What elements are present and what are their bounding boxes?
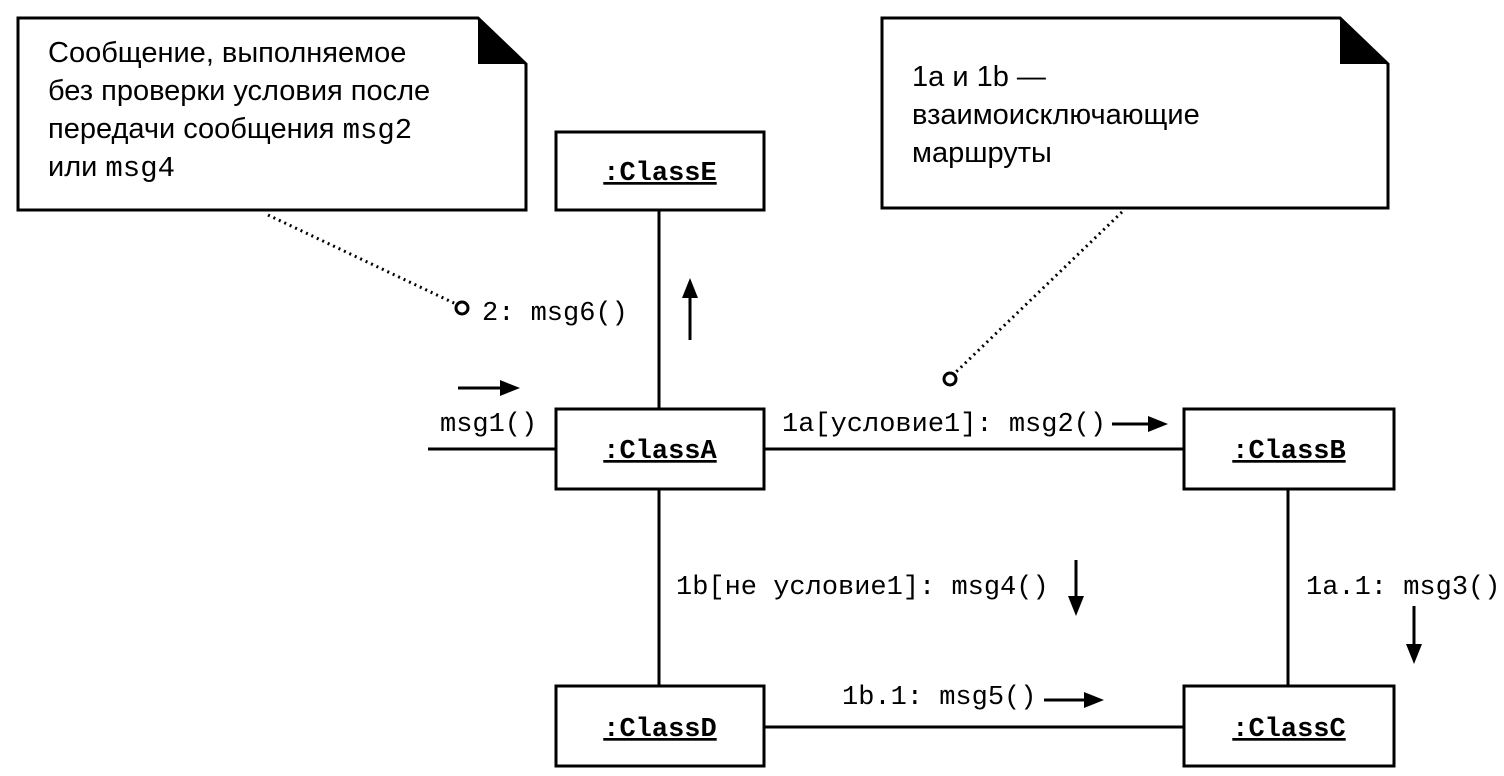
message-msg3-label: 1a.1: msg3() xyxy=(1306,573,1500,603)
object-class-d-box xyxy=(554,684,766,768)
note-left: Сообщение, выполняемое без проверки усло… xyxy=(16,16,528,212)
object-class-a-label: :ClassA xyxy=(603,437,717,467)
message-msg6-label: 2: msg6() xyxy=(482,299,628,329)
message-msg1-label: msg1() xyxy=(440,410,537,440)
note-left-line-4-text: или xyxy=(48,151,105,183)
note-left-line-3-text: передачи сообщения xyxy=(48,113,343,145)
note-right-line-2: взаимоисключающие xyxy=(912,99,1200,131)
note-left-shape xyxy=(16,16,528,212)
object-class-b-box xyxy=(1182,407,1396,491)
note-right-corner xyxy=(1340,18,1388,64)
object-class-a: :ClassA xyxy=(554,407,766,491)
note-left-connector xyxy=(267,213,457,306)
note-left-line-1: Сообщение, выполняемое xyxy=(48,37,406,69)
note-left-line-4: или msg4 xyxy=(48,151,175,185)
arrow-up-icon xyxy=(682,278,698,340)
note-left-line-3-code: msg2 xyxy=(343,114,413,147)
object-class-c: :ClassC xyxy=(1182,684,1396,768)
object-class-b-label: :ClassB xyxy=(1232,437,1345,467)
note-left-line-3: передачи сообщения msg2 xyxy=(48,113,412,147)
note-left-corner xyxy=(478,18,526,64)
message-msg4-label: 1b[не условие1]: msg4() xyxy=(676,573,1049,603)
note-right-anchor xyxy=(942,371,958,387)
object-class-e-label: :ClassE xyxy=(603,159,716,189)
object-class-a-box xyxy=(554,407,766,491)
arrow-down-icon xyxy=(1406,606,1422,664)
object-class-c-label: :ClassC xyxy=(1232,715,1345,745)
object-class-e-box xyxy=(554,130,766,212)
note-right-shape xyxy=(880,16,1390,210)
object-class-b: :ClassB xyxy=(1182,407,1396,491)
arrow-right-icon xyxy=(1044,692,1104,708)
note-left-anchor xyxy=(454,300,470,316)
note-right-line-3: маршруты xyxy=(912,137,1052,169)
message-msg2-label: 1a[условие1]: msg2() xyxy=(782,410,1106,440)
note-left-line-4-code: msg4 xyxy=(105,152,175,185)
object-class-d-label: :ClassD xyxy=(603,715,716,745)
arrow-right-icon xyxy=(1112,416,1168,432)
arrow-down-icon xyxy=(1068,560,1084,616)
note-right-line-1: 1a и 1b — xyxy=(912,61,1046,93)
object-class-c-box xyxy=(1182,684,1396,768)
object-class-e: :ClassE xyxy=(554,130,766,212)
message-msg5-label: 1b.1: msg5() xyxy=(842,683,1036,713)
object-class-d: :ClassD xyxy=(554,684,766,768)
arrow-right-icon xyxy=(458,380,520,396)
note-right-connector xyxy=(954,210,1124,374)
note-right: 1a и 1b — взаимоисключающие маршруты xyxy=(880,16,1390,210)
note-left-line-2: без проверки условия после xyxy=(48,75,430,107)
